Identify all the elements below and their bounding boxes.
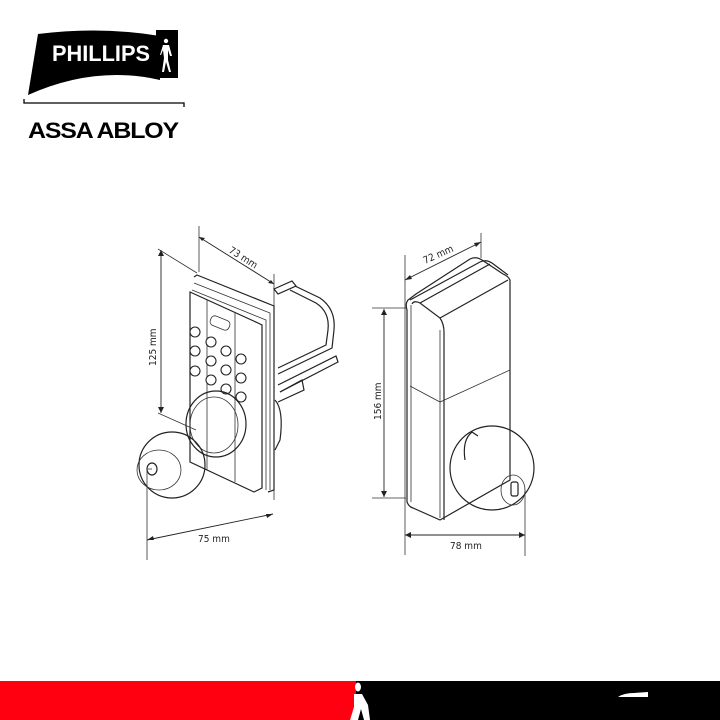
keypad-button [205, 355, 217, 367]
walking-person-icon [160, 38, 172, 72]
logo-banner [28, 30, 160, 96]
footer-red-band [0, 681, 356, 720]
lock-body [405, 257, 511, 521]
logo-brand-text: PHILLIPS [52, 41, 150, 66]
footer-white-mark [618, 692, 648, 697]
keypad-button [235, 353, 247, 365]
logo-parent-text: ASSA ABLOY [28, 118, 179, 143]
keypad-button [189, 326, 201, 338]
front-width-label: 75 mm [198, 534, 230, 545]
keypad-button [220, 364, 232, 376]
phillips-assa-abloy-logo: PHILLIPS ASSA ABLOY [23, 30, 185, 143]
dimension-78mm: 78 mm [405, 490, 526, 556]
keypad-button [235, 372, 247, 384]
keypad-button [205, 374, 217, 386]
walking-person-icon [350, 682, 370, 720]
side-view: 72 mm 156 mm 78 [372, 233, 535, 556]
footer-bar [0, 681, 720, 720]
keypad-button [235, 391, 247, 403]
keypad-buttons [189, 326, 247, 403]
keypad-button [205, 336, 217, 348]
front-height-label: 125 mm [148, 328, 159, 366]
keypad-button [189, 345, 201, 357]
cable-and-spindle [273, 280, 339, 451]
side-width-label: 78 mm [450, 541, 482, 552]
keypad-escutcheon [189, 274, 275, 493]
front-knob [136, 390, 247, 499]
dimension-72mm: 72 mm [404, 233, 482, 555]
dimension-75mm: 75 mm [146, 470, 274, 560]
keypad-button [189, 365, 201, 377]
front-view: 73 mm 125 mm [136, 226, 339, 560]
side-height-label: 156 mm [373, 382, 384, 420]
keypad-button [220, 345, 232, 357]
thumbturn-icon [510, 481, 519, 497]
footer-black-band [356, 681, 720, 720]
logo-divider [23, 99, 185, 107]
side-knob [449, 425, 535, 511]
front-depth-label: 73 mm [226, 245, 259, 271]
dimension-156mm: 156 mm [372, 307, 406, 499]
keyhole-icon [146, 462, 158, 476]
